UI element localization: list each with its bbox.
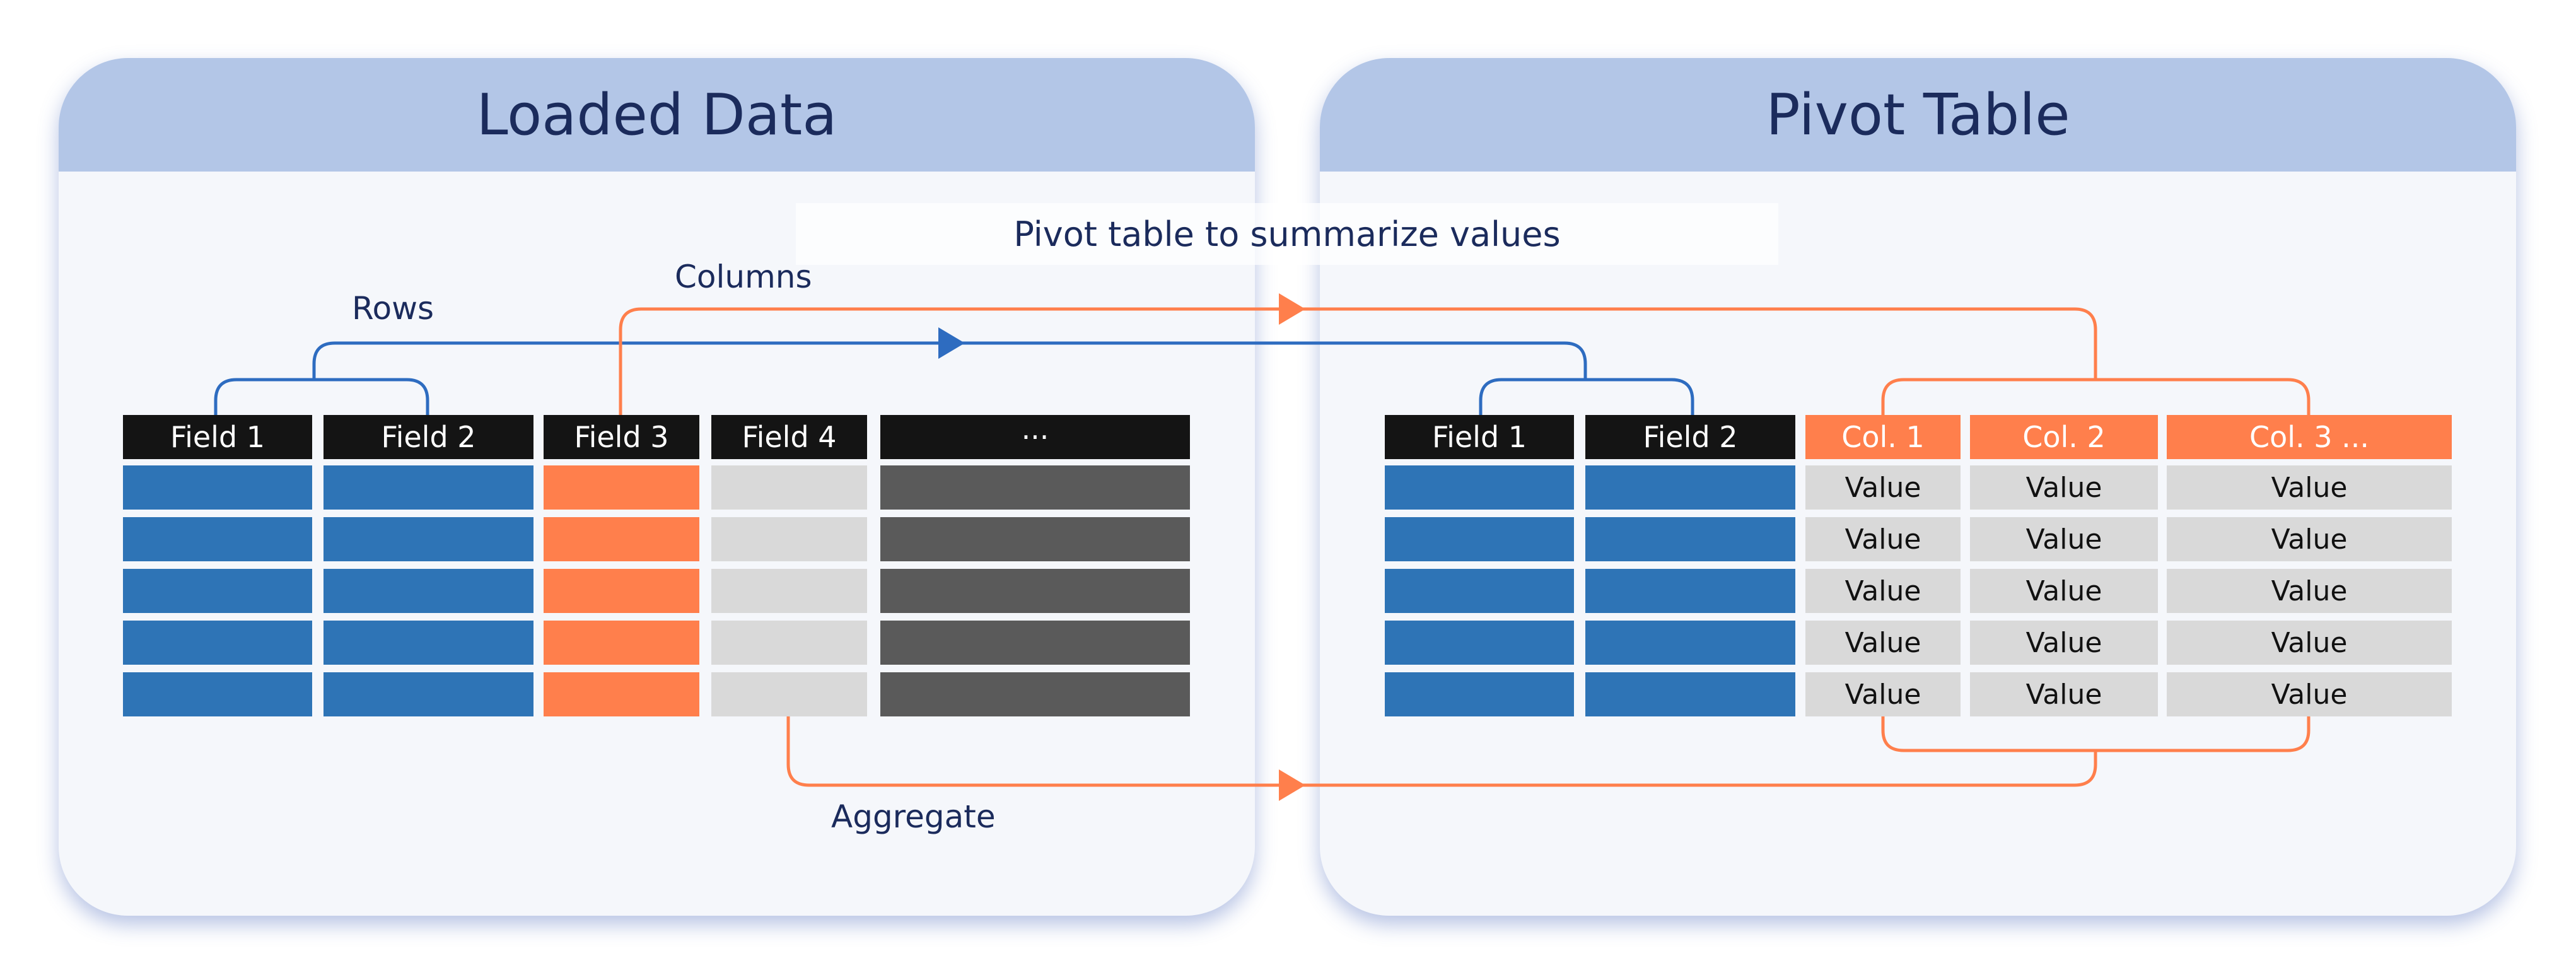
pivot-col-header-2: Col. 2 bbox=[1970, 415, 2158, 459]
loaded-data-cell bbox=[880, 672, 1190, 716]
loaded-data-cell bbox=[123, 465, 312, 510]
pivot-row-key-cell bbox=[1385, 621, 1574, 665]
loaded-data-cell bbox=[544, 465, 699, 510]
pivot-value-cell: Value bbox=[2167, 672, 2452, 716]
columns-arrowhead bbox=[1279, 293, 1305, 325]
pivot-value-cell: Value bbox=[2167, 569, 2452, 613]
pivot-value-cell: Value bbox=[1805, 569, 1961, 613]
loaded-data-cell bbox=[123, 569, 312, 613]
loaded-data-cell bbox=[323, 672, 533, 716]
aggregate-label: Aggregate bbox=[831, 798, 996, 835]
pivot-value-cell: Value bbox=[1970, 621, 2158, 665]
pivot-value-cell: Value bbox=[2167, 517, 2452, 561]
pivot-col-header-3: Col. 3 ... bbox=[2167, 415, 2452, 459]
rows-label: Rows bbox=[352, 290, 434, 327]
pivot-value-cell: Value bbox=[1805, 517, 1961, 561]
loaded-header-field-5: ··· bbox=[880, 415, 1190, 459]
loaded-data-cell bbox=[711, 672, 867, 716]
loaded-header-field-3: Field 3 bbox=[544, 415, 699, 459]
pivot-row-key-cell bbox=[1385, 465, 1574, 510]
pivot-row-key-cell bbox=[1585, 517, 1795, 561]
loaded-data-cell bbox=[123, 621, 312, 665]
pivot-row-key-cell bbox=[1585, 621, 1795, 665]
loaded-data-cell bbox=[544, 517, 699, 561]
loaded-data-cell bbox=[123, 672, 312, 716]
aggregate-arrowhead bbox=[1279, 769, 1305, 801]
loaded-header-field-2: Field 2 bbox=[323, 415, 533, 459]
loaded-data-cell bbox=[123, 517, 312, 561]
columns-label: Columns bbox=[675, 259, 812, 295]
loaded-data-cell bbox=[323, 621, 533, 665]
pivot-col-header-1: Col. 1 bbox=[1805, 415, 1961, 459]
pivot-value-cell: Value bbox=[1805, 465, 1961, 510]
loaded-data-cell bbox=[880, 465, 1190, 510]
pivot-value-cell: Value bbox=[1970, 517, 2158, 561]
pivot-value-cell: Value bbox=[1970, 672, 2158, 716]
loaded-header-field-4: Field 4 bbox=[711, 415, 867, 459]
loaded-data-cell bbox=[323, 569, 533, 613]
pivot-row-key-cell bbox=[1385, 672, 1574, 716]
pivot-value-cell: Value bbox=[2167, 465, 2452, 510]
pivot-value-cell: Value bbox=[1805, 672, 1961, 716]
pivot-row-key-cell bbox=[1385, 569, 1574, 613]
pivot-row-header-2: Field 2 bbox=[1585, 415, 1795, 459]
loaded-data-cell bbox=[711, 517, 867, 561]
pivot-row-key-cell bbox=[1585, 465, 1795, 510]
columns-connector bbox=[619, 307, 2311, 415]
rows-connector bbox=[214, 341, 1694, 415]
loaded-data-cell bbox=[544, 569, 699, 613]
subtitle-caption: Pivot table to summarize values bbox=[796, 203, 1778, 265]
loaded-data-cell bbox=[880, 621, 1190, 665]
loaded-data-cell bbox=[544, 672, 699, 716]
loaded-data-cell bbox=[323, 465, 533, 510]
loaded-data-cell bbox=[880, 517, 1190, 561]
pivot-row-header-1: Field 1 bbox=[1385, 415, 1574, 459]
pivot-table-title: Pivot Table bbox=[1320, 58, 2516, 172]
loaded-data-cell bbox=[544, 621, 699, 665]
loaded-data-cell bbox=[711, 569, 867, 613]
rows-arrowhead bbox=[938, 327, 965, 359]
aggregate-connector bbox=[786, 716, 2311, 787]
pivot-row-key-cell bbox=[1585, 569, 1795, 613]
pivot-value-cell: Value bbox=[2167, 621, 2452, 665]
pivot-value-cell: Value bbox=[1805, 621, 1961, 665]
loaded-data-cell bbox=[880, 569, 1190, 613]
loaded-data-cell bbox=[711, 621, 867, 665]
loaded-header-field-1: Field 1 bbox=[123, 415, 312, 459]
pivot-row-key-cell bbox=[1385, 517, 1574, 561]
pivot-value-cell: Value bbox=[1970, 569, 2158, 613]
pivot-value-cell: Value bbox=[1970, 465, 2158, 510]
loaded-data-title: Loaded Data bbox=[59, 58, 1255, 172]
loaded-data-cell bbox=[711, 465, 867, 510]
pivot-row-key-cell bbox=[1585, 672, 1795, 716]
loaded-data-cell bbox=[323, 517, 533, 561]
